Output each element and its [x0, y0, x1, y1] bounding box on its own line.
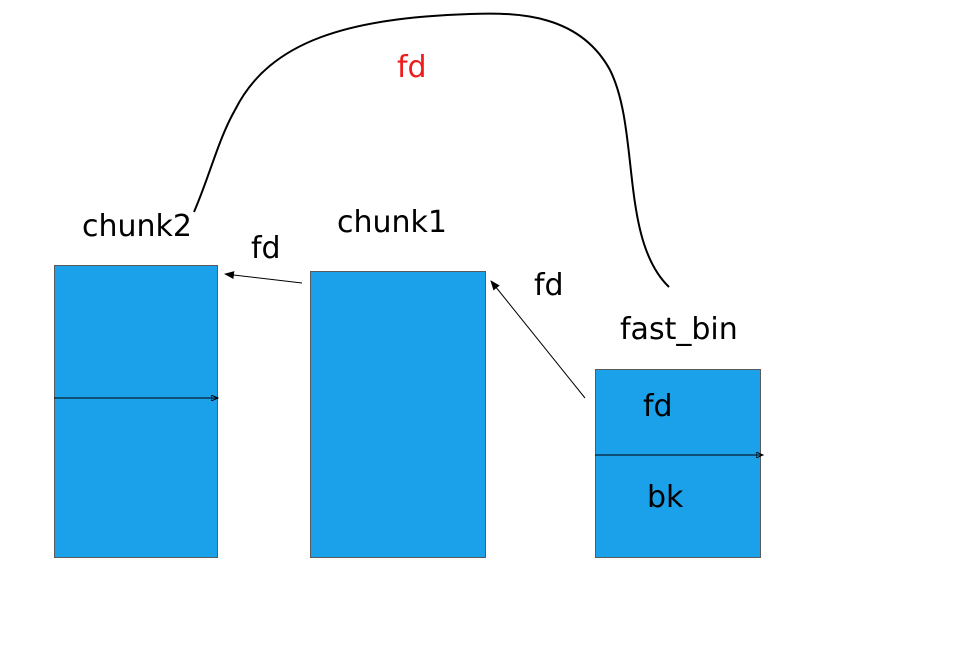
arrow-chunk1-to-chunk2 — [224, 271, 303, 284]
fast-bin-label: fast_bin — [620, 312, 738, 347]
arrow-fastbin-to-chunk2 — [193, 12, 670, 288]
fast-bin-field-bk: bk — [647, 480, 684, 515]
chunk2-block — [54, 265, 218, 558]
arrow-label-fastbin-to-chunk2: fd — [397, 50, 427, 85]
chunk1-block — [310, 271, 486, 558]
arrow-label-chunk1-to-chunk2: fd — [251, 231, 281, 266]
arrow-label-fastbin-to-chunk1: fd — [534, 268, 564, 303]
chunk2-label: chunk2 — [82, 209, 192, 244]
fast-bin-block — [595, 369, 761, 558]
fast-bin-field-fd: fd — [643, 389, 673, 424]
chunk1-label: chunk1 — [337, 205, 447, 240]
arrow-fastbin-to-chunk1 — [490, 280, 586, 399]
